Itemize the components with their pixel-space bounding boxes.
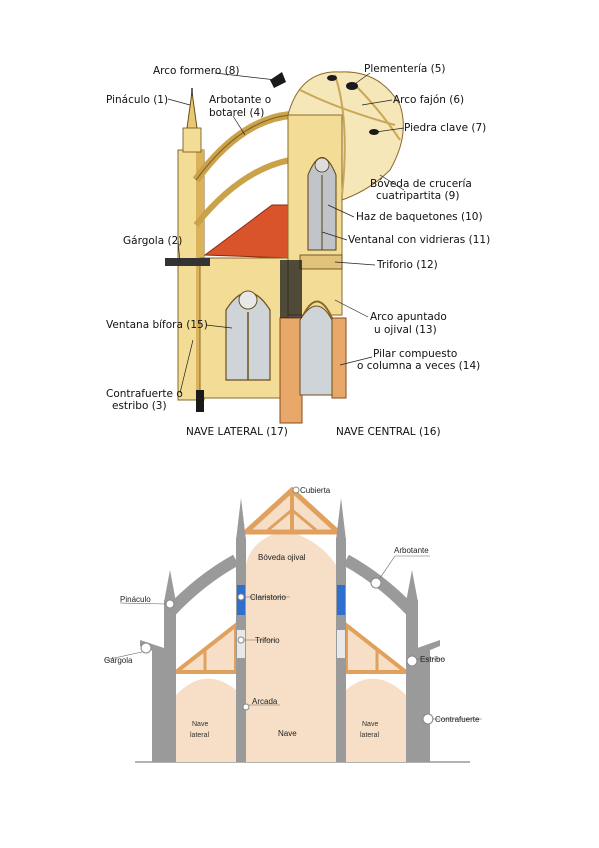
label-nave-lateral: NAVE LATERAL (17): [186, 426, 288, 438]
label-haz: Haz de baquetones (10): [356, 211, 483, 223]
buttress-base: [196, 390, 204, 412]
triforium-left: [237, 630, 245, 658]
label-gargola-b: Gárgola: [104, 656, 133, 665]
right-aisle-interior: [346, 678, 406, 762]
buttress-right: [406, 650, 430, 762]
pillar-capital-shadow: [280, 260, 302, 318]
keystone-1: [327, 75, 337, 81]
nave-spire-right: [336, 498, 346, 540]
label-pilar-2: o columna a veces (14): [357, 360, 480, 372]
gothic-cutaway-illustration: [165, 71, 404, 424]
label-nave-lateral-izq-1: Nave: [192, 721, 208, 728]
gothic-section-diagram: [104, 486, 482, 763]
label-boveda-1: Bóveda de crucería: [370, 178, 472, 190]
buttress-left: [152, 650, 176, 762]
label-nave-lateral-der-1: Nave: [362, 721, 378, 728]
flying-buttress-upper-line: [195, 114, 291, 181]
label-pinaculo: Pináculo (1): [106, 94, 168, 106]
label-cubierta: Cubierta: [300, 486, 331, 495]
label-nave-central: NAVE CENTRAL (16): [336, 426, 441, 438]
keystone-3: [369, 129, 379, 135]
label-estribo: Estribo: [420, 655, 445, 664]
label-arco-formero: Arco formero (8): [153, 65, 239, 77]
pinnacle-right: [406, 570, 418, 602]
top-leader-lines: [167, 72, 405, 394]
bottom-labels: Cubierta Bóveda ojival Arbotante Pinácul…: [104, 486, 480, 739]
truss-strut-left: [267, 508, 293, 532]
label-arco-fajon: Arco fajón (6): [393, 94, 464, 106]
label-nave-lateral-izq-2: lateral: [190, 732, 210, 739]
flying-buttress-lower: [193, 157, 291, 227]
bottom-leader-lines: [104, 555, 482, 720]
left-aisle-interior: [176, 678, 236, 762]
rib-vault: [287, 71, 404, 201]
pillar-front: [279, 317, 303, 424]
label-contrafuerte-2: estribo (3): [112, 400, 167, 412]
label-arco-apuntado-2: u ojival (13): [374, 324, 437, 336]
label-arbotante-1: Arbotante o: [209, 94, 271, 106]
vault-rib-3: [354, 84, 401, 141]
gargoyle: [165, 258, 210, 266]
label-nave-lateral-der-2: lateral: [360, 732, 380, 739]
pinnacle-base: [182, 127, 202, 153]
truss-strut-right: [291, 508, 317, 532]
flying-buttress-left: [165, 554, 239, 617]
aisle-roof: [203, 204, 289, 259]
label-arcada: Arcada: [252, 697, 278, 706]
label-plementeria: Plementería (5): [364, 63, 446, 75]
nave-interior: [246, 530, 336, 762]
label-triforio: Triforio (12): [376, 259, 438, 271]
top-labels: Arco formero (8) Plementería (5) Pinácul…: [106, 63, 490, 438]
vault-rib-1: [299, 89, 396, 126]
label-nave: Nave: [278, 729, 297, 738]
nave-spire-left: [236, 498, 246, 540]
triforium-right: [337, 630, 345, 658]
label-arbotante: Arbotante: [394, 546, 429, 555]
label-arco-apuntado-1: Arco apuntado: [370, 311, 447, 323]
pillar-back: [331, 317, 347, 399]
label-arbotante-2: botarel (4): [209, 107, 264, 119]
label-claristorio: Claristorio: [250, 593, 287, 602]
label-piedra-clave: Piedra clave (7): [404, 122, 486, 134]
label-contrafuerte-1: Contrafuerte o: [106, 388, 183, 400]
label-ventana-bifora: Ventana bífora (15): [106, 319, 208, 331]
bifora-rose: [238, 290, 258, 310]
label-markers: [140, 486, 434, 725]
label-triforio-b: Triforio: [255, 636, 280, 645]
pinnacle-left: [164, 570, 176, 602]
label-boveda-2: cuatripartita (9): [376, 190, 459, 202]
label-gargola: Gárgola (2): [123, 235, 182, 247]
flying-buttress-upper: [192, 111, 291, 183]
label-boveda-ojival: Bóveda ojival: [258, 553, 306, 562]
label-pinaculo-b: Pináculo: [120, 595, 151, 604]
arcade-window: [299, 305, 333, 396]
vault-rib-2: [334, 74, 346, 196]
label-ventanal: Ventanal con vidrieras (11): [348, 234, 490, 246]
keystone-formero: [270, 72, 286, 88]
clerestory-window-right: [337, 585, 345, 615]
label-pilar-1: Pilar compuesto: [373, 348, 457, 360]
gargoyle-right: [406, 640, 440, 660]
window-rose: [314, 157, 330, 173]
label-contrafuerte-b: Contrafuerte: [435, 715, 480, 724]
